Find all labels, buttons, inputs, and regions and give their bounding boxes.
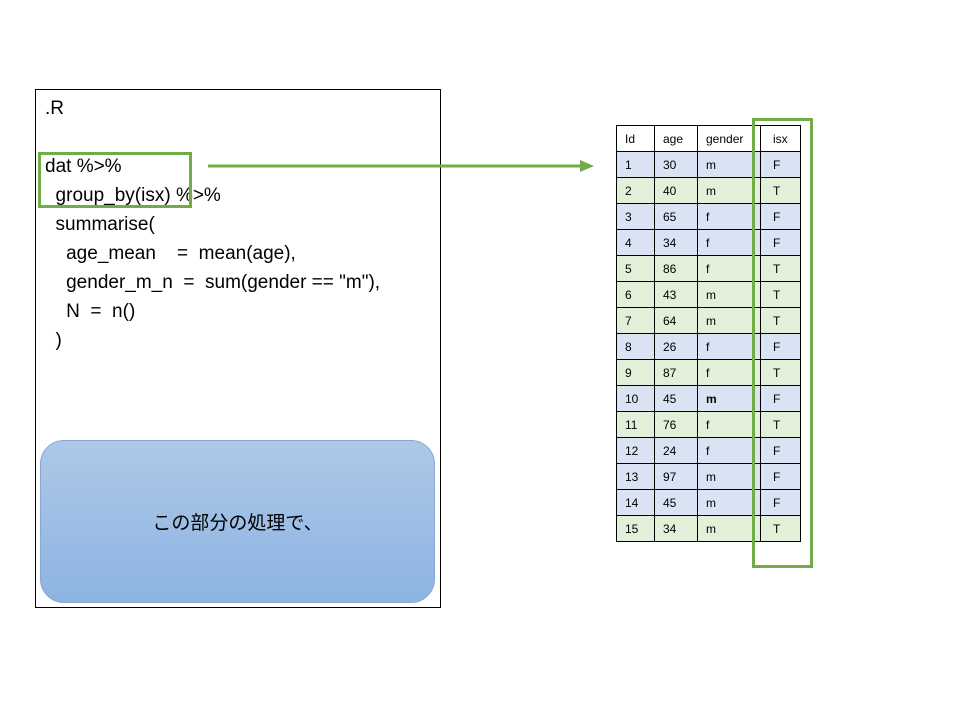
cell-isx: F bbox=[760, 203, 801, 230]
code-line: summarise( bbox=[45, 214, 155, 235]
cell-isx: T bbox=[760, 515, 801, 542]
cell-id: 13 bbox=[616, 463, 655, 490]
header-id: Id bbox=[616, 125, 655, 152]
note-text: この部分の処理で、 bbox=[152, 513, 323, 534]
cell-id: 12 bbox=[616, 437, 655, 464]
cell-gender: m bbox=[697, 463, 761, 490]
cell-id: 3 bbox=[616, 203, 655, 230]
cell-age: 86 bbox=[654, 255, 698, 282]
cell-age: 87 bbox=[654, 359, 698, 386]
cell-isx: F bbox=[760, 151, 801, 178]
cell-age: 30 bbox=[654, 151, 698, 178]
isx-column-highlight bbox=[752, 118, 813, 568]
cell-isx: T bbox=[760, 411, 801, 438]
cell-age: 26 bbox=[654, 333, 698, 360]
cell-age: 65 bbox=[654, 203, 698, 230]
cell-age: 45 bbox=[654, 489, 698, 516]
table-header-row: Id age gender isx bbox=[616, 125, 801, 152]
cell-gender: m bbox=[697, 177, 761, 204]
note-callout: この部分の処理で、 bbox=[40, 440, 435, 603]
cell-id: 9 bbox=[616, 359, 655, 386]
cell-id: 1 bbox=[616, 151, 655, 178]
cell-age: 76 bbox=[654, 411, 698, 438]
cell-age: 34 bbox=[654, 229, 698, 256]
cell-age: 64 bbox=[654, 307, 698, 334]
cell-id: 4 bbox=[616, 229, 655, 256]
code-line: ) bbox=[45, 330, 62, 351]
group-by-highlight bbox=[38, 152, 192, 208]
cell-isx: T bbox=[760, 281, 801, 308]
cell-age: 24 bbox=[654, 437, 698, 464]
cell-gender: f bbox=[697, 203, 761, 230]
cell-isx: T bbox=[760, 307, 801, 334]
cell-id: 2 bbox=[616, 177, 655, 204]
code-line: group_by(isx) %>% bbox=[45, 185, 221, 206]
cell-id: 10 bbox=[616, 385, 655, 412]
header-isx: isx bbox=[760, 125, 801, 152]
code-line: gender_m_n = sum(gender == "m"), bbox=[45, 272, 381, 293]
cell-id: 11 bbox=[616, 411, 655, 438]
code-line: age_mean = mean(age), bbox=[45, 243, 296, 264]
header-gender: gender bbox=[697, 125, 761, 152]
cell-isx: F bbox=[760, 229, 801, 256]
cell-isx: T bbox=[760, 359, 801, 386]
cell-gender: m bbox=[697, 515, 761, 542]
code-line: N = n() bbox=[45, 301, 136, 322]
cell-gender: m bbox=[697, 385, 761, 412]
cell-gender: m bbox=[697, 307, 761, 334]
cell-age: 40 bbox=[654, 177, 698, 204]
cell-isx: F bbox=[760, 463, 801, 490]
cell-id: 5 bbox=[616, 255, 655, 282]
header-age: age bbox=[654, 125, 698, 152]
cell-gender: m bbox=[697, 151, 761, 178]
cell-isx: F bbox=[760, 333, 801, 360]
code-line: dat %>% bbox=[45, 156, 122, 177]
cell-gender: f bbox=[697, 255, 761, 282]
cell-gender: f bbox=[697, 437, 761, 464]
cell-isx: T bbox=[760, 255, 801, 282]
cell-gender: m bbox=[697, 281, 761, 308]
cell-age: 97 bbox=[654, 463, 698, 490]
cell-id: 15 bbox=[616, 515, 655, 542]
cell-gender: f bbox=[697, 359, 761, 386]
cell-id: 7 bbox=[616, 307, 655, 334]
cell-id: 14 bbox=[616, 489, 655, 516]
cell-id: 6 bbox=[616, 281, 655, 308]
cell-age: 43 bbox=[654, 281, 698, 308]
cell-age: 34 bbox=[654, 515, 698, 542]
cell-isx: F bbox=[760, 489, 801, 516]
cell-age: 45 bbox=[654, 385, 698, 412]
code-panel: .R dat %>% group_by(isx) %>% summarise( … bbox=[35, 89, 441, 608]
file-label: .R bbox=[45, 98, 64, 119]
cell-isx: F bbox=[760, 385, 801, 412]
cell-id: 8 bbox=[616, 333, 655, 360]
